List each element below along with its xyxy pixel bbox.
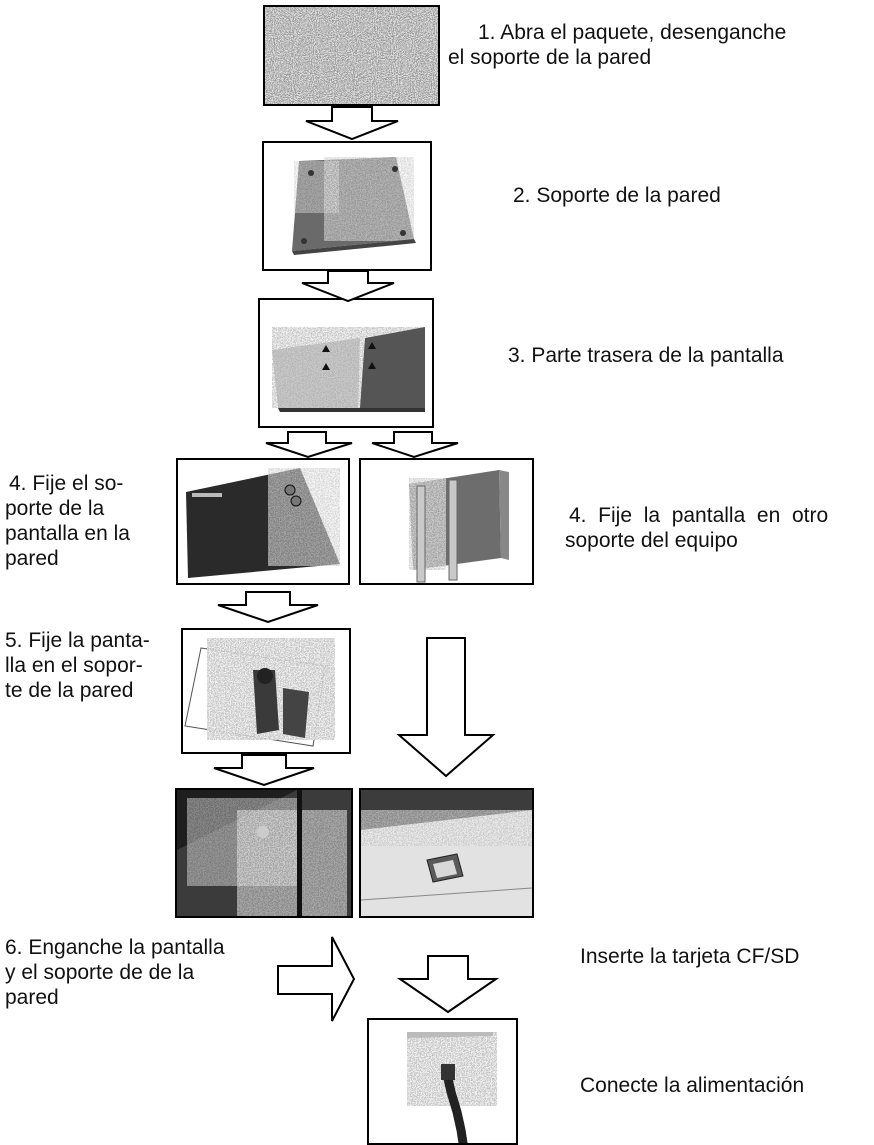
arrow-down-3-to-4b <box>370 431 460 459</box>
step4b-other-stand-photo <box>359 458 534 585</box>
step4a-mount-bracket-photo <box>176 458 350 585</box>
step6-label-line3: pared <box>5 986 59 1009</box>
step5-label-line1: 5. Fije la panta- <box>5 629 150 652</box>
card-label: Inserte la tarjeta CF/SD <box>580 945 800 968</box>
step4a-label-line4: pared <box>5 547 59 570</box>
step5-screen-on-bracket-photo <box>181 628 351 754</box>
arrow-down-5-to-6 <box>212 754 316 787</box>
step1-package-photo <box>263 5 440 106</box>
card-insert-photo <box>359 788 534 918</box>
step6-label-line1: 6. Enganche la pantalla <box>5 936 225 959</box>
step1-label: 1. Abra el paquete, desenganche el sopor… <box>448 20 868 70</box>
arrow-down-card-to-power <box>396 955 500 1014</box>
step4a-label: 4. Fije el so- porte de la pantalla en l… <box>5 471 165 571</box>
step2-wall-bracket-photo <box>262 141 432 271</box>
arrow-down-4b-to-card <box>396 637 496 778</box>
arrow-down-2-to-3 <box>300 270 396 303</box>
arrow-down-4a-to-5 <box>216 591 320 624</box>
step4b-label-line1: 4. Fije la pantalla en otro <box>569 504 829 527</box>
arrow-down-3-to-4a <box>264 431 354 459</box>
step4a-label-line1: 4. Fije el so- <box>9 472 124 495</box>
step3-screen-back-photo <box>258 298 434 428</box>
step5-label-line3: te de la pared <box>5 679 134 702</box>
step4a-label-line3: pantalla en la <box>5 522 130 545</box>
step5-label: 5. Fije la panta- lla en el sopor- te de… <box>5 628 175 703</box>
step6-label-line2: y el soporte de de la <box>5 961 195 984</box>
step1-label-line2: el soporte de la pared <box>448 46 652 69</box>
arrow-right-hook <box>277 936 356 1023</box>
step6-hooked-screen-photo <box>175 788 353 918</box>
arrow-down-1-to-2 <box>304 106 400 141</box>
step6-label: 6. Enganche la pantalla y el soporte de … <box>5 935 275 1010</box>
step3-label: 3. Parte trasera de la pantalla <box>508 344 784 367</box>
step5-label-line2: lla en el sopor- <box>5 654 143 677</box>
power-label: Conecte la alimentación <box>580 1074 805 1097</box>
power-connect-photo <box>367 1018 518 1145</box>
step2-label: 2. Soporte de la pared <box>513 184 721 207</box>
step4b-label: 4. Fije la pantalla en otro soporte del … <box>565 503 870 553</box>
step1-label-line1: 1. Abra el paquete, desenganche <box>478 21 787 44</box>
step4a-label-line2: porte de la <box>5 497 105 520</box>
step4b-label-line2: soporte del equipo <box>565 529 738 552</box>
